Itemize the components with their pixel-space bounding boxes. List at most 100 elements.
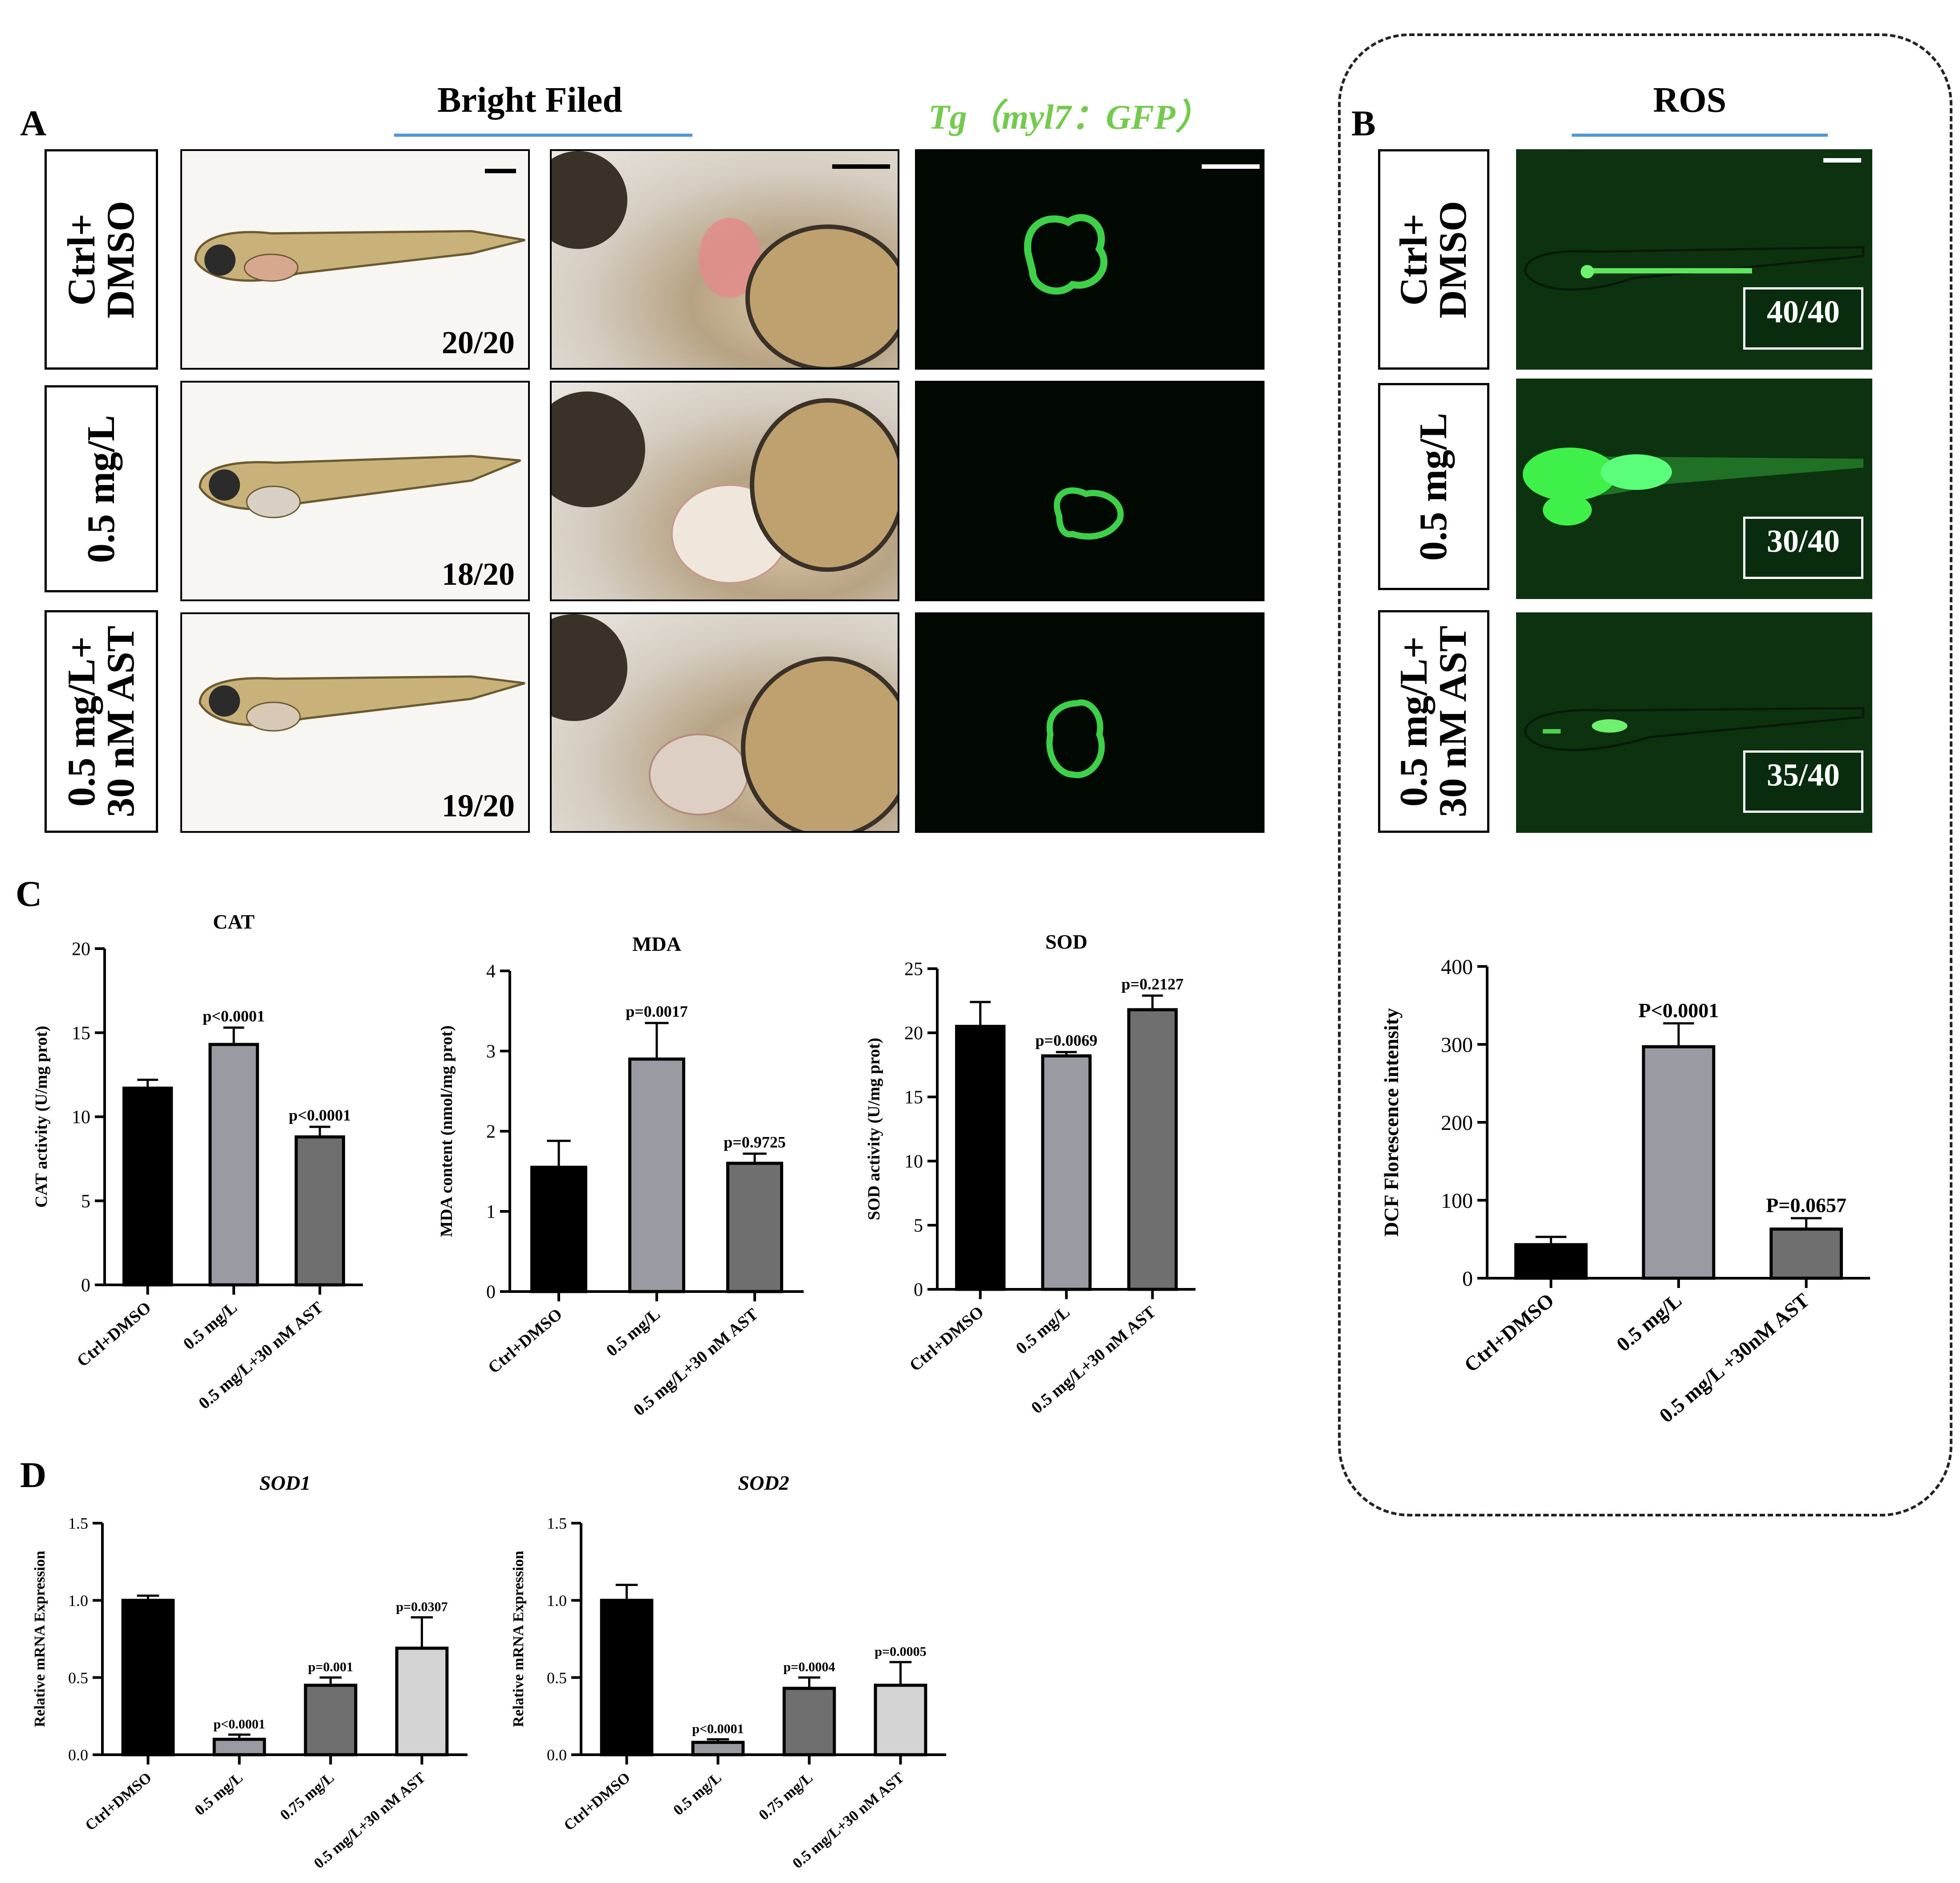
larva-illustration (199, 675, 525, 732)
bar (1041, 1054, 1092, 1291)
bar (1514, 1243, 1588, 1280)
row-label-ctrl-dmso: Ctrl+DMSO (45, 149, 158, 370)
x-tick-label: 0.5 mg/L (180, 1298, 241, 1353)
bar (628, 1057, 685, 1293)
bright-field-underline (394, 134, 692, 137)
y-tick-label: 20 (904, 1023, 923, 1044)
ros-image-ctrl: 40/40 (1516, 149, 1872, 370)
zoom-heart-ast (550, 612, 899, 833)
row-label-line2: 0.5 mg/L (1412, 412, 1455, 561)
y-tick-label: 200 (1441, 1111, 1473, 1135)
y-axis-label: CAT activity (U/mg prot) (32, 1026, 51, 1207)
y-axis-label: SOD activity (U/mg prot) (865, 1038, 883, 1220)
ros-row-label-05mgl-ast: 0.5 mg/L+30 nM AST (1378, 610, 1489, 833)
y-axis-label: Relative mRNA Expression (510, 1551, 527, 1727)
p-value-label: P=0.0657 (1766, 1194, 1846, 1216)
chart-title: MDA (632, 933, 681, 955)
p-value-label: p<0.0001 (289, 1106, 351, 1124)
y-tick-label: 5 (914, 1216, 923, 1236)
zoom-heart-05mgl (550, 381, 899, 601)
ros-image-ast: 35/40 (1516, 612, 1872, 833)
y-tick-label: 2 (486, 1122, 496, 1142)
y-axis-label: MDA content (nmol/mg prot) (441, 1025, 456, 1237)
larva-illustration (199, 455, 521, 518)
panel-letter-a: A (20, 103, 47, 143)
row-label-line1: 0.5 mg/L+ (60, 636, 103, 807)
x-tick-label: Ctrl+DMSO (561, 1769, 634, 1834)
panel-letter-d: D (20, 1455, 47, 1495)
chart-title: SOD1 (259, 1471, 310, 1494)
bar (955, 1025, 1006, 1291)
fluorescent-heart-ast (915, 612, 1265, 833)
row-label-line1: Ctrl+ (1392, 213, 1435, 306)
y-tick-label: 0 (486, 1282, 496, 1303)
y-tick-label: 3 (486, 1042, 496, 1062)
tg-title: Tg（myl7：GFP） (928, 98, 1210, 136)
p-value-label: p=0.2127 (1122, 975, 1184, 993)
p-value-label: p<0.0001 (692, 1721, 744, 1736)
p-value-label: p=0.0307 (396, 1599, 447, 1614)
y-tick-label: 10 (904, 1152, 923, 1172)
panel-letter-b: B (1351, 103, 1376, 143)
ros-row-label-ctrl-dmso: Ctrl+DMSO (1378, 149, 1489, 370)
chart-title: SOD (1045, 930, 1088, 953)
row-label-line2: 30 nM AST (99, 625, 142, 818)
scale-bar (1823, 158, 1861, 163)
y-axis-label: Relative mRNA Expression (32, 1551, 48, 1727)
ros-image-05mgl: 30/40 (1516, 379, 1872, 599)
ros-count: 35/40 (1743, 750, 1863, 813)
y-tick-label: 20 (72, 939, 90, 960)
dcf-chart: DCF Florescence intensity0100200300400Ct… (1380, 955, 1870, 1427)
x-tick-label: 0.5 mg/L (1013, 1303, 1074, 1358)
y-tick-label: 1.5 (547, 1515, 567, 1532)
x-tick-label: 0.75 mg/L (277, 1769, 337, 1824)
y-tick-label: 0 (81, 1276, 90, 1296)
y-tick-label: 0.5 (68, 1669, 88, 1687)
row-label-line1: Ctrl+ (60, 213, 103, 306)
y-tick-label: 0.0 (547, 1746, 567, 1764)
scale-bar (832, 164, 890, 169)
brightfield-larva-05mgl: 18/20 (180, 381, 530, 601)
ros-underline (1572, 134, 1828, 137)
chart-title: SOD2 (738, 1471, 789, 1494)
bar (212, 1737, 266, 1757)
x-tick-label: Ctrl+DMSO (484, 1305, 566, 1378)
bar (122, 1086, 173, 1287)
y-tick-label: 0 (1462, 1267, 1473, 1291)
fluorescent-heart-ctrl (915, 149, 1265, 370)
y-tick-label: 4 (486, 962, 496, 982)
bar (1769, 1227, 1843, 1280)
row-label-05mgl-ast: 0.5 mg/L+30 nM AST (45, 610, 158, 833)
p-value-label: p=0.0004 (783, 1660, 835, 1675)
y-axis-label: DCF Florescence intensity (1380, 1008, 1403, 1237)
bar (691, 1740, 745, 1757)
bar (208, 1043, 259, 1287)
y-tick-label: 15 (904, 1088, 923, 1108)
bar (121, 1598, 175, 1757)
p-value-label: p<0.0001 (213, 1717, 265, 1732)
fluorescent-heart-05mgl (915, 381, 1265, 601)
ros-title: ROS (1653, 81, 1727, 120)
row-label-05mgl: 0.5 mg/L (45, 385, 158, 592)
row-label-line2: 0.5 mg/L (79, 415, 123, 563)
y-tick-label: 1 (486, 1202, 496, 1223)
row-label-line2: DMSO (1431, 200, 1475, 318)
y-tick-label: 1.5 (68, 1515, 88, 1532)
zoom-heart-ctrl (550, 149, 899, 370)
x-tick-label: 0.5 mg/L (603, 1305, 664, 1360)
larva-illustration (194, 169, 525, 282)
bright-field-title: Bright Filed (437, 81, 622, 120)
ros-count: 30/40 (1743, 517, 1863, 579)
y-tick-label: 0 (914, 1280, 923, 1300)
y-tick-label: 15 (72, 1023, 90, 1043)
p-value-label: p=0.0005 (874, 1644, 926, 1659)
y-tick-label: 400 (1441, 955, 1473, 979)
x-tick-label: Ctrl+DMSO (1460, 1289, 1558, 1377)
bar (395, 1647, 449, 1757)
brightfield-larva-ctrl: 20/20 (180, 149, 530, 370)
y-tick-label: 300 (1441, 1033, 1473, 1057)
bar (1127, 1008, 1178, 1291)
